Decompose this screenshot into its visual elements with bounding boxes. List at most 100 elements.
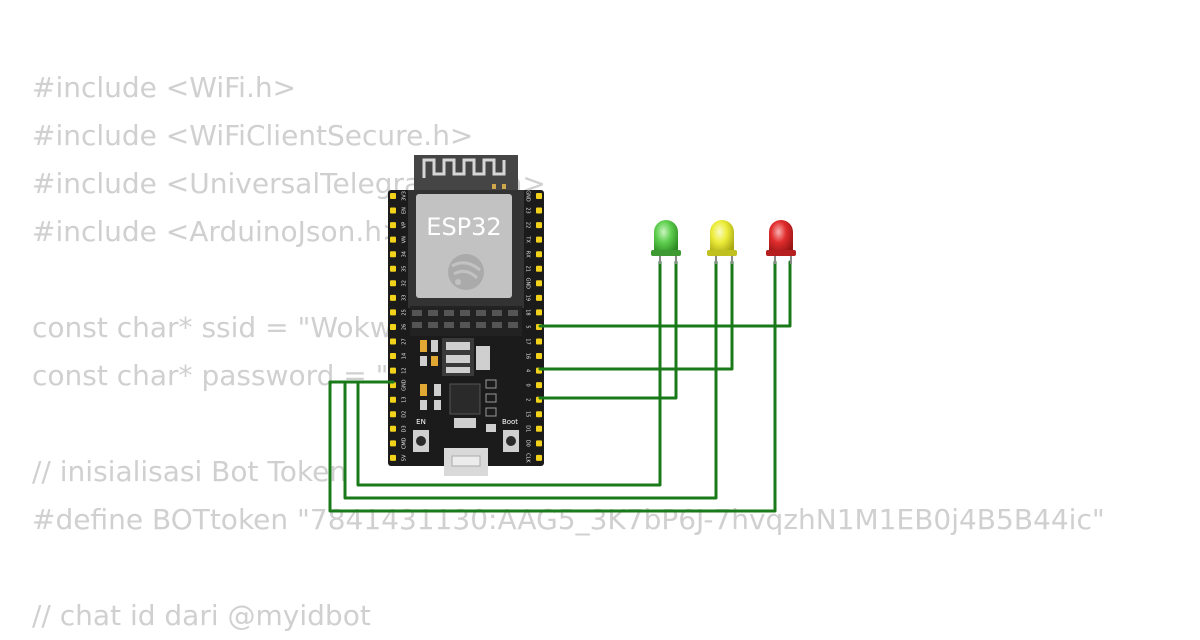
- code-line: #include <ArduinoJson.h>: [32, 215, 406, 248]
- pin-label: 3V3: [402, 191, 408, 201]
- pin-pad[interactable]: [536, 193, 542, 199]
- pin-label: EN: [402, 207, 408, 214]
- pin-pad[interactable]: [536, 440, 542, 447]
- pin-label: GND: [525, 190, 531, 202]
- pin-label: 22: [525, 222, 531, 228]
- pin-label: TX: [525, 235, 531, 243]
- pin-pad[interactable]: [390, 353, 396, 360]
- yellow-led[interactable]: [707, 220, 737, 264]
- pin-pad[interactable]: [390, 280, 396, 287]
- pin-pad[interactable]: [536, 207, 542, 214]
- pin-label: 32: [402, 280, 408, 286]
- pin-pad[interactable]: [390, 265, 396, 272]
- pin-label: RX: [525, 251, 531, 258]
- pin-label: CMD: [402, 437, 408, 449]
- pin-pad[interactable]: [390, 382, 396, 389]
- pin-pad[interactable]: [390, 367, 396, 374]
- pin-pad[interactable]: [390, 222, 396, 229]
- pin-label: D0: [525, 440, 531, 447]
- pin-label: 26: [402, 324, 408, 330]
- pin-pad[interactable]: [536, 294, 542, 301]
- pin-label: 15: [525, 411, 531, 417]
- pin-pad[interactable]: [390, 193, 396, 199]
- pin-label: 2: [525, 398, 531, 401]
- pin-label: 12: [402, 367, 408, 373]
- pin-label: D2: [402, 411, 408, 418]
- pin-pad[interactable]: [536, 280, 542, 287]
- pin-pad[interactable]: [536, 236, 542, 243]
- esp32-chip: [416, 194, 512, 298]
- pin-label: 5V: [402, 454, 408, 461]
- pin-pad[interactable]: [390, 309, 396, 316]
- pin-pad[interactable]: [536, 338, 542, 345]
- code-line: // inisialisasi Bot Token: [32, 455, 348, 488]
- pin-pad[interactable]: [390, 440, 396, 447]
- red-led[interactable]: [766, 220, 796, 264]
- pin-pad[interactable]: [536, 425, 542, 432]
- en-label: EN: [416, 418, 426, 426]
- pin-label: VP: [402, 222, 408, 228]
- pin-pad[interactable]: [390, 338, 396, 345]
- wire-yellow-led-anode: [538, 260, 734, 371]
- wire-green-led-anode: [538, 260, 678, 400]
- pin-label: CLK: [525, 453, 531, 463]
- pin-pad[interactable]: [536, 411, 542, 418]
- espressif-logo-icon: [448, 254, 484, 290]
- antenna-trace: [422, 158, 506, 178]
- pin-label: 13: [402, 397, 408, 403]
- pin-pad[interactable]: [390, 454, 396, 461]
- pin-pad[interactable]: [390, 294, 396, 301]
- pin-pad[interactable]: [536, 353, 542, 360]
- pin-label: D1: [525, 425, 531, 432]
- pin-label: GND: [525, 278, 531, 290]
- pin-label: 27: [402, 338, 408, 344]
- code-line: #define BOTtoken "7841431130:AAG5_3K7bP6…: [32, 503, 1105, 536]
- pin-pad[interactable]: [390, 323, 396, 330]
- pin-label: 19: [525, 295, 531, 301]
- pin-pad[interactable]: [536, 222, 542, 229]
- boot-label: Boot: [502, 418, 518, 426]
- pin-label: 25: [402, 309, 408, 315]
- pin-pad[interactable]: [536, 382, 542, 389]
- usb-serial-chip: [449, 383, 481, 415]
- wire-green-led-gnd: [356, 260, 662, 487]
- pin-label: 21: [525, 266, 531, 272]
- pin-label: 35: [402, 266, 408, 272]
- pin-pad[interactable]: [390, 251, 396, 258]
- pin-label: 14: [402, 353, 408, 359]
- pin-pad[interactable]: [390, 411, 396, 418]
- wire-red-led-anode: [538, 260, 792, 328]
- micro-usb-port: [444, 448, 488, 476]
- pin-label: 34: [402, 251, 408, 257]
- green-led[interactable]: [651, 220, 681, 264]
- en-button[interactable]: [413, 430, 429, 452]
- code-line: // chat id dari @myidbot: [32, 599, 371, 632]
- pin-pad[interactable]: [390, 396, 396, 403]
- pin-label: 17: [525, 338, 531, 344]
- pin-label: 18: [525, 309, 531, 315]
- pin-label: 0: [525, 384, 531, 387]
- pin-pad[interactable]: [390, 207, 396, 214]
- pin-pad[interactable]: [390, 425, 396, 432]
- esp32-board[interactable]: ESP32 EN: [388, 155, 544, 476]
- pin-label: 16: [525, 353, 531, 359]
- pin-label: VN: [402, 236, 408, 243]
- pin-label: 5: [525, 325, 531, 328]
- pin-pad[interactable]: [536, 265, 542, 272]
- pin-pad[interactable]: [536, 454, 542, 461]
- pin-pad[interactable]: [390, 236, 396, 243]
- pin-pad[interactable]: [536, 251, 542, 258]
- boot-button[interactable]: [503, 430, 519, 452]
- pin-label: 33: [402, 295, 408, 301]
- code-line: #include <WiFi.h>: [32, 71, 297, 104]
- pin-label: GND: [402, 379, 408, 391]
- chip-label: ESP32: [426, 213, 501, 241]
- pin-pad[interactable]: [536, 309, 542, 316]
- pin-label: 4: [525, 369, 531, 372]
- code-line: #include <WiFiClientSecure.h>: [32, 119, 474, 152]
- pin-label: 23: [525, 207, 531, 213]
- pin-label: D3: [402, 425, 408, 432]
